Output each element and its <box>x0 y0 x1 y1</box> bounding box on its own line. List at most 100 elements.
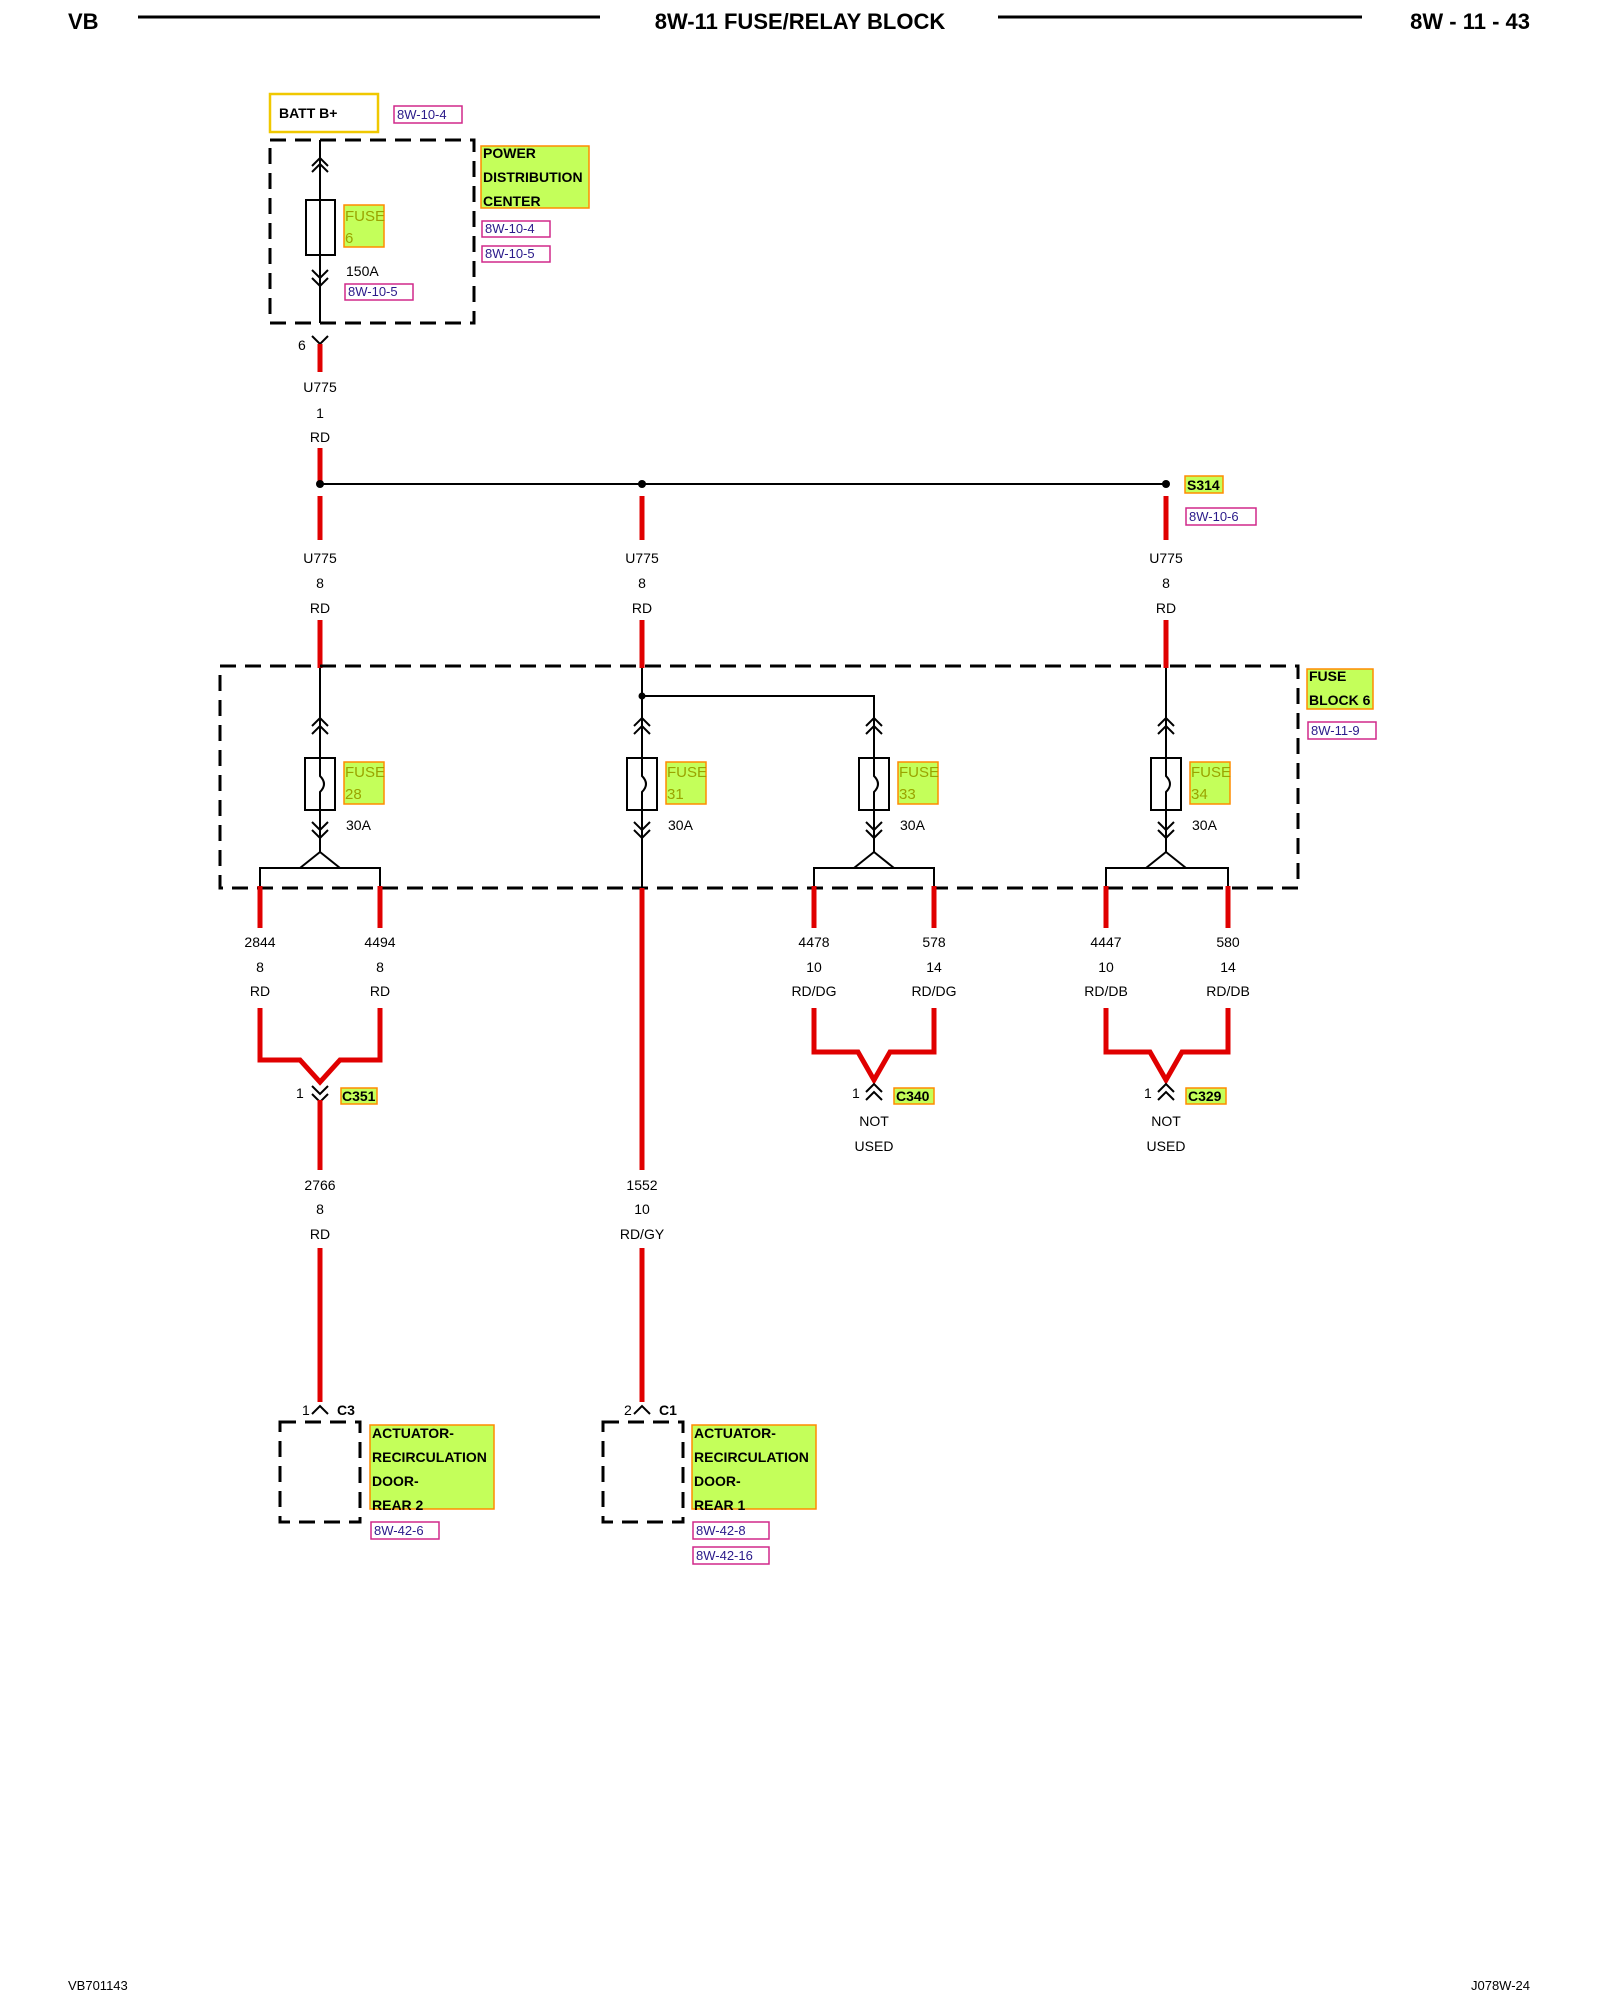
c340-id: C340 <box>896 1088 930 1104</box>
wire-4447-circuit: 4447 <box>1090 934 1121 950</box>
fuse-block-ref-link[interactable]: 8W-11-9 <box>1311 723 1360 738</box>
wire-1552-color: RD/GY <box>620 1226 665 1242</box>
actuator-rear-1-ref-box-2[interactable] <box>692 1546 770 1565</box>
splice-ref-box[interactable] <box>1185 507 1257 526</box>
fuse-33-arrow-top-2 <box>865 724 883 735</box>
fuse-34-rating: 30A <box>1192 817 1218 833</box>
fuse-31-element <box>641 758 647 810</box>
footer-right: J078W-24 <box>1471 1978 1530 1993</box>
c329-id: C329 <box>1188 1088 1222 1104</box>
fuse-block-ref-box[interactable] <box>1307 721 1377 740</box>
wire-2844-circuit: 2844 <box>244 934 275 950</box>
fuse-33-rating: 30A <box>900 817 926 833</box>
pdc-label-line-3: CENTER <box>483 193 541 209</box>
pdc-fuse-arrow-top <box>311 162 329 173</box>
pdc-fuse-arrow-bottom-2 <box>311 277 329 288</box>
actuator-rear-1-ref-box-1[interactable] <box>692 1521 770 1540</box>
actuator-rear-2-ref-link[interactable]: 8W-42-6 <box>374 1523 424 1538</box>
wire-4447-gauge: 10 <box>1098 959 1114 975</box>
c340-note-line-1: NOT <box>859 1113 889 1129</box>
actuator-rear-1-ref-link-2[interactable]: 8W-42-16 <box>696 1548 753 1563</box>
c351-pin: 1 <box>296 1085 304 1101</box>
fuse-33-arrow-top <box>865 716 883 727</box>
fuse-block-label-line-2: BLOCK 6 <box>1309 692 1371 708</box>
fuse-31-arrow-bottom-2 <box>633 829 651 840</box>
fuse-34-arrow-bottom <box>1157 821 1175 832</box>
wire-4494-circuit: 4494 <box>364 934 395 950</box>
fuse-33-split <box>813 867 935 886</box>
pdc-ref-link-2[interactable]: 8W-10-5 <box>485 246 535 261</box>
fuse-34-name: FUSE <box>1191 764 1231 781</box>
fuse-block-label-highlight <box>1306 668 1374 710</box>
pdc-ref-box-2[interactable] <box>481 245 551 263</box>
wire-merge-c329 <box>1103 1008 1231 1086</box>
feed-wire-color: RD <box>310 429 330 445</box>
feed-wire-gauge: 1 <box>316 405 324 421</box>
wire-580-color: RD/DB <box>1206 983 1250 999</box>
fuse-31-number: 31 <box>667 786 684 803</box>
batt-ref-box[interactable] <box>393 105 463 124</box>
fuse-33-number: 33 <box>899 786 916 803</box>
actuator-rear-1-pin: 2 <box>624 1402 632 1418</box>
actuator-rear-2-line-3: DOOR- <box>372 1473 419 1489</box>
fuse-33-arrow-bottom-2 <box>865 829 883 840</box>
pdc-fuse-arrow-top-2 <box>311 156 329 167</box>
pdc-pin-label: 6 <box>298 337 306 353</box>
wire-4478-gauge: 10 <box>806 959 822 975</box>
actuator-rear-1-conn-id: C1 <box>659 1402 677 1418</box>
actuator-rear-2-body <box>278 1420 362 1524</box>
fuse-33-highlight <box>897 761 939 805</box>
fuse-34-highlight <box>1189 761 1231 805</box>
branch-2-color: RD <box>632 600 652 616</box>
fuse-31-arrow-top <box>633 716 651 727</box>
actuator-rear-1-label-highlight <box>691 1424 817 1510</box>
pdc-label-line-1: POWER <box>483 145 536 161</box>
wire-2766-circuit: 2766 <box>304 1177 335 1193</box>
splice-ref-link[interactable]: 8W-10-6 <box>1189 509 1239 524</box>
branch-1-color: RD <box>310 600 330 616</box>
c351-connector-arrow <box>311 1085 329 1096</box>
fuse-34-split-left <box>1145 851 1167 869</box>
actuator-rear-2-line-1: ACTUATOR- <box>372 1425 454 1441</box>
actuator-rear-2-conn-id: C3 <box>337 1402 355 1418</box>
c329-pin: 1 <box>1144 1085 1152 1101</box>
actuator-rear-1-line-3: DOOR- <box>694 1473 741 1489</box>
wire-merge-c351 <box>257 1008 383 1086</box>
fuse-34-number: 34 <box>1191 786 1208 803</box>
wire-578-circuit: 578 <box>922 934 946 950</box>
fuse-28-name: FUSE <box>345 764 385 781</box>
fuse-31-rating: 30A <box>668 817 694 833</box>
fuse-28-arrow-top-2 <box>311 724 329 735</box>
fuse-33-name: FUSE <box>899 764 939 781</box>
actuator-rear-1-ref-link-1[interactable]: 8W-42-8 <box>696 1523 746 1538</box>
pdc-fuse-number: 6 <box>345 230 353 247</box>
actuator-rear-2-connector <box>311 1404 329 1415</box>
fuse-28-highlight <box>343 761 385 805</box>
actuator-rear-1-line-4: REAR 1 <box>694 1497 746 1513</box>
pdc-pin-connector <box>311 335 329 346</box>
pdc-ref-link-1[interactable]: 8W-10-4 <box>485 221 535 236</box>
splice-node-1 <box>316 480 324 488</box>
actuator-rear-2-ref-box[interactable] <box>370 1521 440 1540</box>
branch-2-gauge: 8 <box>638 575 646 591</box>
actuator-rear-2-line-4: REAR 2 <box>372 1497 424 1513</box>
fuse-28-number: 28 <box>345 786 362 803</box>
pdc-fuse-ref-box[interactable] <box>344 283 414 301</box>
fuse-28-arrow-bottom <box>311 821 329 832</box>
fuse-34-arrow-top <box>1157 716 1175 727</box>
c329-highlight <box>1185 1087 1227 1105</box>
pdc-fuse-ref-link[interactable]: 8W-10-5 <box>348 284 398 299</box>
pdc-fuse-arrow-bottom <box>311 269 329 280</box>
batt-ref-link[interactable]: 8W-10-4 <box>397 107 447 122</box>
fuse-34-arrow-top-2 <box>1157 724 1175 735</box>
wire-4494-color: RD <box>370 983 390 999</box>
header-left: VB <box>68 9 99 34</box>
actuator-rear-1-line-1: ACTUATOR- <box>694 1425 776 1441</box>
pdc-ref-box-1[interactable] <box>481 220 551 238</box>
branch-1-gauge: 8 <box>316 575 324 591</box>
batt-label: BATT B+ <box>279 105 337 121</box>
fuse-28-rating: 30A <box>346 817 372 833</box>
splice-label-highlight <box>1184 475 1224 494</box>
fuse-34-arrow-bottom-2 <box>1157 829 1175 840</box>
